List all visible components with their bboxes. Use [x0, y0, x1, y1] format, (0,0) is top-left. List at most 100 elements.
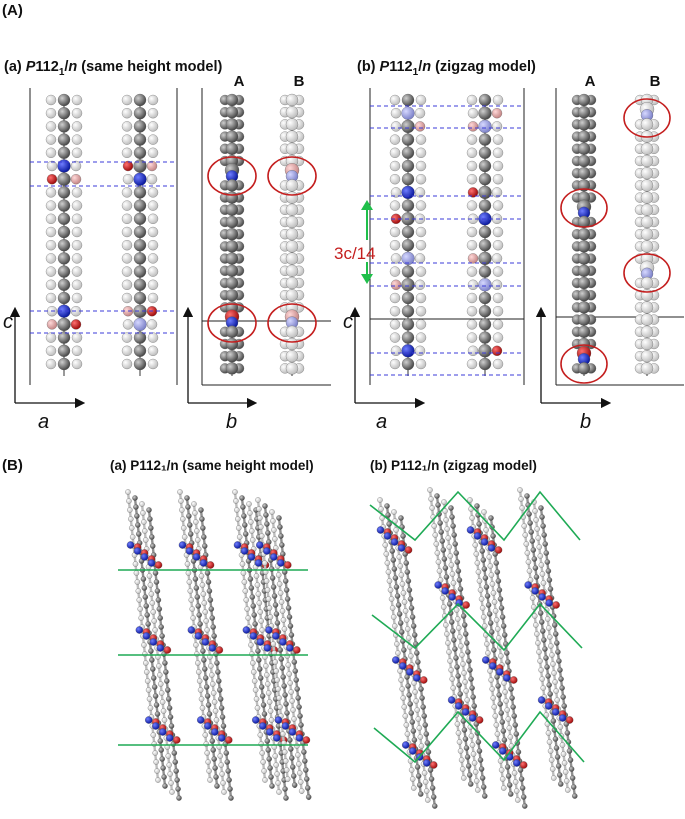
nitrogen-atom [448, 593, 456, 601]
oxygen-atom [293, 646, 301, 654]
rod-atom [132, 495, 138, 501]
carbon-atom [57, 199, 71, 212]
nitrogen-atom [270, 553, 278, 561]
rod-atom [458, 757, 465, 763]
rod-atom [207, 777, 213, 783]
oxygen-atom [172, 736, 181, 744]
rod-atom [218, 705, 225, 711]
rod-atom [268, 774, 274, 780]
hydrogen-atom [466, 160, 478, 172]
rod-atom [152, 693, 159, 699]
rod-atom [290, 707, 296, 713]
hydrogen-atom [492, 147, 504, 158]
center-atom [401, 344, 415, 358]
nitrogen-atom [201, 638, 210, 646]
rod-atom [283, 701, 289, 707]
rod-atom [547, 748, 554, 754]
hydrogen-atom [121, 108, 133, 119]
nitrogen-atom [158, 728, 167, 736]
carbon-atom [478, 159, 492, 173]
rod-atom [505, 659, 511, 665]
rod-atom [290, 773, 297, 779]
hydrogen-atom [121, 358, 133, 370]
rod-atom [147, 705, 154, 711]
rod-atom [214, 783, 220, 789]
rod-atom [410, 623, 417, 629]
rod-atom [546, 682, 552, 688]
nitrogen-atom [178, 541, 187, 549]
rod-atom [277, 590, 284, 596]
rod-atom [303, 767, 309, 773]
rod-atom [264, 738, 271, 744]
nitrogen-atom [265, 626, 273, 634]
rod-atom [187, 522, 193, 528]
rod-atom [484, 593, 491, 599]
rod-atom [244, 606, 250, 612]
rod-atom [494, 674, 500, 680]
nitrogen-atom [537, 696, 546, 704]
rod-atom [264, 521, 270, 527]
carbon-atom [57, 331, 71, 344]
rod-atom [128, 525, 135, 531]
rod-atom [561, 703, 567, 709]
rod-atom [488, 677, 494, 683]
nitrogen-atom [272, 734, 281, 742]
rod-atom [280, 674, 286, 680]
hydrogen-atom [492, 226, 504, 238]
rod-atom [477, 587, 484, 593]
hydrogen-atom [121, 94, 133, 106]
rod-atom [180, 516, 186, 522]
hydrogen-atom [466, 94, 478, 106]
center-atom [478, 278, 492, 292]
rod-atom [551, 622, 558, 628]
axis-label-b-left: b [226, 411, 237, 433]
rod-atom [198, 573, 205, 579]
nitrogen-atom [454, 702, 463, 710]
rod-atom [295, 752, 301, 758]
hydrogen-atom [147, 266, 159, 277]
rod-atom [528, 529, 534, 535]
rod-atom [518, 776, 525, 782]
rod-atom [199, 582, 206, 588]
hydrogen-atom [492, 240, 504, 251]
carbon-atom [57, 225, 71, 239]
rod-atom [535, 640, 541, 646]
hydrogen-atom [45, 187, 57, 198]
rod-atom [199, 516, 205, 522]
rod-atom [296, 704, 302, 710]
rod-atom [304, 776, 310, 782]
nitrogen-atom [288, 728, 297, 736]
rod-atom [545, 673, 551, 679]
side-atom [146, 160, 158, 172]
hydrogen-atom [466, 240, 478, 251]
rod-atom [557, 667, 563, 673]
rod-atom [539, 676, 545, 682]
rod-atom [172, 759, 178, 765]
rod-atom [155, 777, 161, 783]
rod-atom [204, 570, 211, 576]
center-atom [57, 317, 71, 332]
rod-atom [195, 669, 202, 675]
center-atom [478, 251, 492, 266]
carbon-atom [133, 186, 147, 199]
rod-atom [194, 594, 201, 600]
rod-atom [470, 694, 476, 700]
atom [285, 130, 299, 143]
rod-atom [390, 614, 397, 620]
rod-atom [448, 505, 454, 511]
rod-atom [270, 518, 276, 524]
nitrogen-atom [480, 538, 489, 546]
rod-atom [150, 675, 157, 681]
carbon-atom [478, 225, 492, 239]
atom [577, 264, 591, 277]
rod-atom [530, 604, 537, 610]
rod-atom [154, 768, 160, 774]
rod-atom [228, 795, 234, 801]
rod-atom [387, 587, 394, 593]
rod-atom [269, 509, 275, 515]
axis-arrows [9, 306, 612, 409]
carbon-atom [401, 291, 415, 305]
rod-atom [174, 777, 180, 783]
rod-atom [481, 566, 488, 572]
hydrogen-atom [492, 319, 504, 330]
